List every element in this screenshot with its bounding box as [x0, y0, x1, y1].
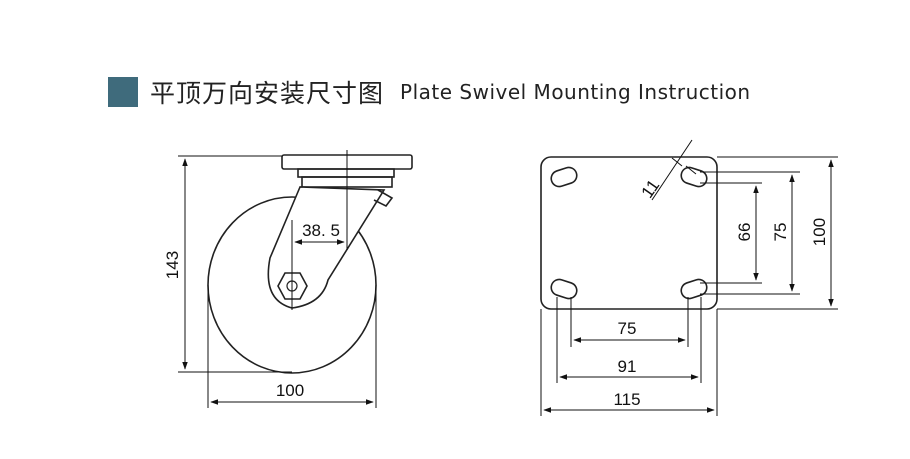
right-dimensions [540, 139, 838, 416]
fork-leg [267, 186, 386, 309]
diagram-header: 平顶万向安装尺寸图 Plate Swivel Mounting Instruct… [108, 72, 751, 112]
plate-top-view [540, 156, 718, 310]
axle-nut [277, 272, 308, 300]
label-right-outer: 100 [810, 218, 829, 246]
slot-hole-top-left [550, 166, 578, 188]
slot-hole-bottom-right [680, 278, 708, 300]
title-chinese: 平顶万向安装尺寸图 [150, 79, 385, 108]
header-accent-square [108, 77, 138, 107]
label-height: 143 [163, 251, 182, 279]
fork-clip [373, 189, 394, 208]
slot-hole-bottom-left [550, 278, 578, 300]
label-right-mid: 75 [771, 223, 790, 242]
mounting-plate [540, 156, 718, 310]
label-bottom-outer: 115 [613, 390, 640, 409]
label-bottom-inner: 75 [618, 319, 637, 338]
caster-side-view [207, 154, 413, 374]
label-offset: 38. 5 [302, 221, 340, 240]
left-dimensions [178, 150, 377, 408]
label-bottom-mid: 91 [618, 357, 637, 376]
title-english: Plate Swivel Mounting Instruction [400, 80, 751, 104]
label-right-inner: 66 [735, 223, 754, 242]
label-width: 100 [276, 381, 304, 400]
label-hole: 11 [638, 176, 664, 201]
dim-line-hole [651, 139, 693, 201]
slot-hole-top-right [680, 166, 708, 188]
swivel-bearing [297, 168, 395, 178]
